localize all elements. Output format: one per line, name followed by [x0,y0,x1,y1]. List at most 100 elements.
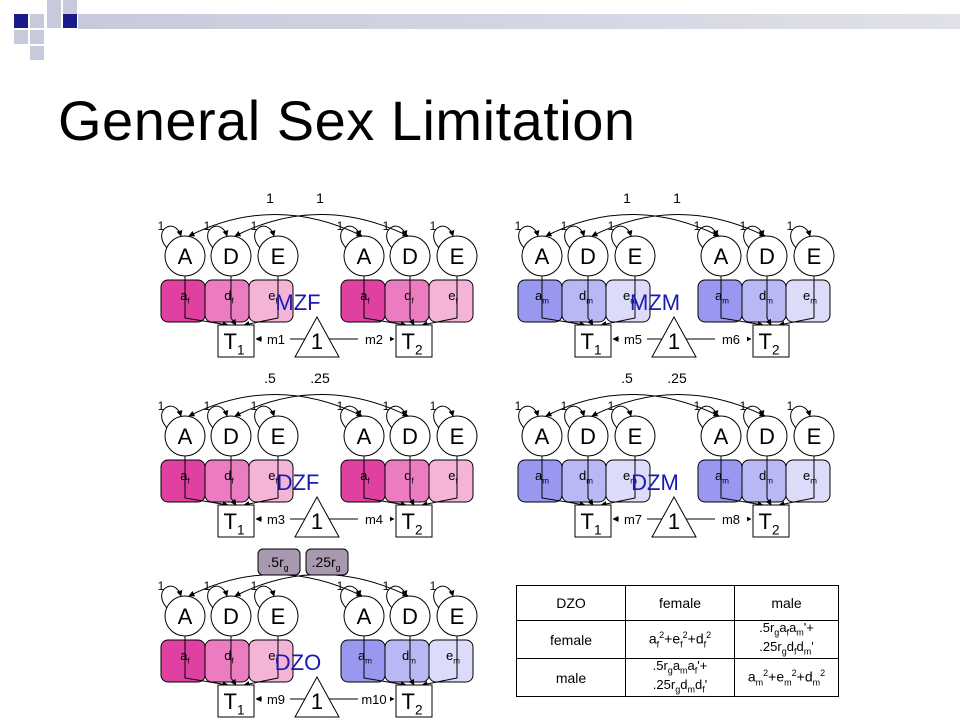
observed-label-t1: T1 [223,509,244,538]
variance-label: 1 [430,579,437,593]
corner-square-light-6 [30,30,44,44]
path-label-a: am [715,468,729,485]
variance-loop [207,585,229,609]
latent-label: A [714,244,729,269]
covariance-label-a: 1 [266,190,274,206]
corner-square-light-4 [47,14,61,28]
latent-label: A [178,244,193,269]
latent-label: A [178,424,193,449]
variance-loop [207,405,229,429]
variance-label: 1 [383,579,390,593]
covariance-label-a: .5rg [267,554,288,573]
path-arrow [600,456,636,507]
label-bg [306,192,332,206]
path-arrow [541,456,586,508]
variance-loop [790,405,812,429]
path-label-d: dm [402,648,416,665]
model-label: DZF [277,470,320,495]
latent-label: D [402,244,418,269]
table-header-cell: male [734,585,839,621]
path-arrow [720,276,764,328]
label-bg [262,689,290,703]
variance-loop [518,405,540,429]
observed-t2 [395,504,433,538]
path-arrow [587,276,594,326]
path-arrow [421,456,458,507]
mean-label-t1: m5 [624,332,642,347]
path-arrow [408,456,415,506]
variance-label: 1 [383,399,390,413]
corner-square-light-2 [47,0,61,14]
variance-loop [207,225,229,249]
variance-loop [161,405,183,429]
covariance-label-a: .5 [264,370,276,386]
variance-loop [386,405,408,429]
triangle-label: 1 [311,329,323,354]
latent-label: A [357,424,372,449]
table-header-cell: female [625,585,735,621]
variance-loop [743,225,765,249]
variance-loop [254,585,276,609]
table-cell-male-male: am2+em2+dm2 [734,658,839,698]
observed-t1 [574,324,612,358]
label-bg [613,372,639,386]
mean-triangle [294,495,340,538]
observed-label-t1: T1 [580,509,601,538]
variance-label: 1 [337,579,344,593]
path-box-e [605,279,651,323]
model-label: MZM [630,290,680,315]
variance-loop [611,405,633,429]
path-arrow [541,276,586,328]
variance-label: 1 [158,399,165,413]
observed-t2 [752,504,790,538]
path-label-d: dm [579,288,593,305]
covariance-arc-d [234,214,409,237]
path-arrow [243,456,279,507]
covariance-label-d: 1 [316,190,324,206]
path-box-e [785,279,831,323]
path-label-d: df [224,468,234,485]
path-box-e [248,639,294,683]
variance-loop [161,225,183,249]
variance-label: 1 [251,579,258,593]
observed-t1 [574,504,612,538]
label-bg [262,329,290,343]
observed-label-t2: T2 [758,509,779,538]
observed-label-t1: T1 [223,329,244,358]
path-label-a: am [535,468,549,485]
variance-label: 1 [430,219,437,233]
covariance-label-d: .25rg [312,554,341,573]
label-bg [619,509,647,523]
path-label-d: df [404,288,414,305]
label-bg [619,329,647,343]
variance-label: 1 [515,219,522,233]
observed-t1 [217,684,255,718]
variance-loop [743,405,765,429]
rg-box-d [305,548,349,576]
latent-label: E [807,244,822,269]
mean-label-t2: m6 [722,332,740,347]
path-label-a: am [358,648,372,665]
table-header-cell: DZO [516,585,626,621]
label-bg [256,192,282,206]
path-arrow [587,456,594,506]
title-bar [78,14,960,29]
path-arrow [408,276,415,326]
variance-label: 1 [337,399,344,413]
variance-label: 1 [561,219,568,233]
path-label-e: ef [268,468,278,485]
path-box-e [785,459,831,503]
latent-label: E [450,424,465,449]
mean-triangle [651,315,697,358]
covariance-arc-a [188,214,363,237]
path-arrow [184,276,229,328]
rg-box-a [257,548,301,576]
label-bg [256,372,282,386]
latent-label: D [759,244,775,269]
model-label: DZM [631,470,679,495]
mean-triangle [651,495,697,538]
path-box-e [248,459,294,503]
path-arrow [421,636,458,687]
triangle-label: 1 [668,509,680,534]
